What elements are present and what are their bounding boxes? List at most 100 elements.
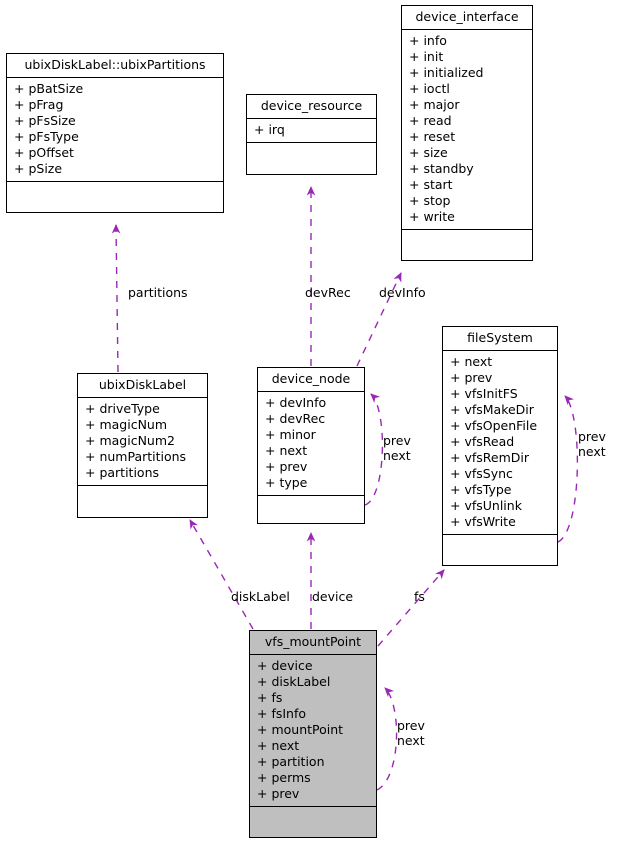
class-attribute: + magicNum bbox=[85, 417, 168, 432]
class-separator bbox=[443, 350, 557, 351]
class-attribute: + device bbox=[257, 658, 313, 673]
class-attribute: + stop bbox=[409, 193, 451, 208]
class-title: device_resource bbox=[260, 98, 363, 113]
class-attribute: + next bbox=[265, 443, 308, 458]
class-box-file-system[interactable]: fileSystem + next + prev + vfsInitFS + v… bbox=[442, 326, 558, 566]
class-methods bbox=[443, 535, 557, 562]
class-attribute: + info bbox=[409, 33, 447, 48]
class-box-device-node[interactable]: device_node + devInfo + devRec + minor +… bbox=[257, 367, 365, 524]
class-separator bbox=[7, 181, 223, 182]
class-attribute: + reset bbox=[409, 129, 456, 144]
class-attribute: + next bbox=[450, 354, 493, 369]
class-separator bbox=[258, 391, 364, 392]
class-title: fileSystem bbox=[467, 330, 533, 345]
class-attributes: + info + init + initialized + ioctl + ma… bbox=[402, 30, 532, 229]
class-box-ubix-partitions[interactable]: ubixDiskLabel::ubixPartitions + pBatSize… bbox=[6, 53, 224, 213]
class-box-ubix-disk-label[interactable]: ubixDiskLabel + driveType + magicNum + m… bbox=[77, 373, 208, 518]
class-attribute: + vfsWrite bbox=[450, 514, 516, 529]
class-box-device-resource[interactable]: device_resource + irq bbox=[246, 94, 377, 175]
class-attribute: + init bbox=[409, 49, 444, 64]
class-attribute: + pFsType bbox=[14, 129, 79, 144]
class-attribute: + next bbox=[257, 738, 300, 753]
class-attribute: + minor bbox=[265, 427, 316, 442]
class-attribute: + pFsSize bbox=[14, 113, 76, 128]
class-attribute: + partitions bbox=[85, 465, 160, 480]
edge-diskLabel bbox=[189, 519, 254, 630]
class-attribute: + type bbox=[265, 475, 308, 490]
class-separator bbox=[250, 806, 376, 807]
class-attribute: + vfsUnlink bbox=[450, 498, 522, 513]
edge-fs bbox=[377, 569, 445, 647]
class-attribute: + vfsInitFS bbox=[450, 386, 518, 401]
class-methods bbox=[250, 807, 376, 834]
class-attributes: + driveType + magicNum + magicNum2 + num… bbox=[78, 398, 207, 485]
class-separator bbox=[78, 485, 207, 486]
class-methods bbox=[247, 143, 376, 170]
class-attribute: + irq bbox=[254, 122, 285, 137]
class-attribute: + vfsSync bbox=[450, 466, 513, 481]
class-attribute: + numPartitions bbox=[85, 449, 187, 464]
class-attribute: + vfsOpenFile bbox=[450, 418, 538, 433]
edge-device-node-selfloop bbox=[364, 393, 384, 506]
class-separator bbox=[250, 654, 376, 655]
class-attribute: + fsInfo bbox=[257, 706, 307, 721]
class-methods bbox=[7, 182, 223, 209]
class-title: device_interface bbox=[415, 9, 519, 24]
class-attributes: + device + diskLabel + fs + fsInfo + mou… bbox=[250, 655, 376, 806]
edge-label-partitions: partitions bbox=[128, 285, 188, 300]
edge-label-mountpoint-prev: prev bbox=[397, 718, 425, 733]
class-attribute: + standby bbox=[409, 161, 474, 176]
class-title: vfs_mountPoint bbox=[264, 634, 362, 649]
class-attribute: + perms bbox=[257, 770, 311, 785]
class-title: device_node bbox=[271, 371, 351, 386]
edge-label-devrec: devRec bbox=[305, 285, 351, 300]
class-attribute: + pFrag bbox=[14, 97, 64, 112]
class-attribute: + pSize bbox=[14, 161, 63, 176]
edge-mountpoint-selfloop bbox=[376, 687, 398, 791]
class-separator bbox=[402, 29, 532, 30]
edge-filesystem-selfloop bbox=[557, 395, 579, 543]
edge-label-device: device bbox=[312, 589, 354, 604]
class-attribute: + vfsMakeDir bbox=[450, 402, 534, 417]
edge-label-fs: fs bbox=[414, 589, 425, 604]
edge-label-mountpoint-next: next bbox=[397, 733, 425, 748]
edge-label-filesystem-next: next bbox=[578, 444, 606, 459]
class-title: ubixDiskLabel::ubixPartitions bbox=[24, 57, 206, 72]
class-methods bbox=[402, 230, 532, 257]
class-attribute: + vfsRemDir bbox=[450, 450, 529, 465]
class-attribute: + ioctl bbox=[409, 81, 450, 96]
class-attribute: + prev bbox=[450, 370, 493, 385]
class-attribute: + prev bbox=[265, 459, 308, 474]
class-attribute: + initialized bbox=[409, 65, 484, 80]
class-attributes: + devInfo + devRec + minor + next + prev… bbox=[258, 392, 364, 495]
class-box-vfs-mountpoint[interactable]: vfs_mountPoint + device + diskLabel + fs… bbox=[249, 630, 377, 838]
class-attribute: + write bbox=[409, 209, 455, 224]
class-attribute: + prev bbox=[257, 786, 300, 801]
edge-label-device-node-prev: prev bbox=[383, 433, 411, 448]
class-separator bbox=[443, 534, 557, 535]
class-separator bbox=[78, 397, 207, 398]
class-attribute: + driveType bbox=[85, 401, 160, 416]
class-attribute: + devRec bbox=[265, 411, 326, 426]
class-attribute: + diskLabel bbox=[257, 674, 331, 689]
class-methods bbox=[258, 496, 364, 523]
edge-label-disklabel: diskLabel bbox=[231, 589, 290, 604]
class-separator bbox=[258, 495, 364, 496]
class-attribute: + read bbox=[409, 113, 452, 128]
class-attribute: + devInfo bbox=[265, 395, 327, 410]
class-separator bbox=[247, 142, 376, 143]
class-attribute: + vfsRead bbox=[450, 434, 515, 449]
class-methods bbox=[78, 486, 207, 513]
edge-label-devinfo: devInfo bbox=[379, 285, 426, 300]
class-attribute: + size bbox=[409, 145, 448, 160]
class-title: ubixDiskLabel bbox=[98, 377, 187, 392]
class-attribute: + pOffset bbox=[14, 145, 74, 160]
class-attribute: + major bbox=[409, 97, 460, 112]
class-separator bbox=[7, 77, 223, 78]
class-box-device-interface[interactable]: device_interface + info + init + initial… bbox=[401, 5, 533, 261]
class-attribute: + magicNum2 bbox=[85, 433, 175, 448]
edge-label-device-node-next: next bbox=[383, 448, 411, 463]
class-attribute: + vfsType bbox=[450, 482, 512, 497]
class-attributes: + pBatSize + pFrag + pFsSize + pFsType +… bbox=[7, 78, 223, 181]
class-attribute: + mountPoint bbox=[257, 722, 344, 737]
